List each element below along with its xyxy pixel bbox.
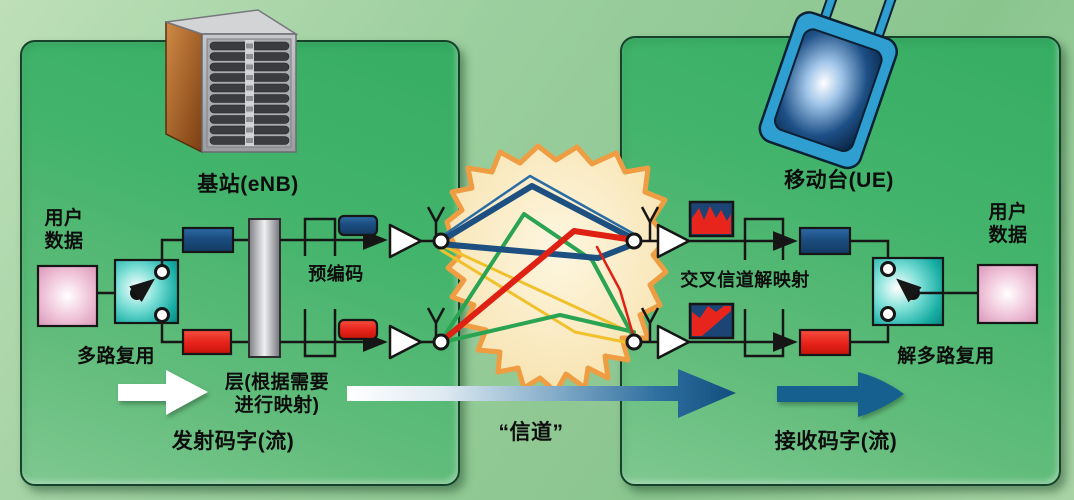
- antenna-icon-rx-bottom: [640, 307, 660, 344]
- channel-path-blue-peak: [438, 183, 637, 244]
- precoded-box-blue: [337, 214, 379, 237]
- antenna-icon-tx-top: [421, 206, 446, 243]
- transmit-chain: [36, 206, 446, 360]
- server-tower-icon: [165, 9, 299, 154]
- codeword-box-red-rx: [798, 328, 852, 357]
- spectrum-curve-top: [692, 206, 731, 234]
- mobile-station-label: 移动台(UE): [784, 169, 894, 192]
- demapper-bracket-bottom: [743, 309, 785, 358]
- amplifier-triangle-rx-bottom: [656, 324, 691, 360]
- channel-path-red-main: [438, 228, 637, 345]
- channel-path-blue-thin: [439, 174, 636, 239]
- channel-path-green-2: [441, 313, 636, 344]
- switch-contact-bottom: [154, 307, 170, 323]
- layer-mapping-label: 层(根据需要 进行映射): [224, 372, 330, 416]
- spectrum-curve-bottom: [692, 306, 731, 336]
- amplifier-triangle-rx-top: [656, 223, 691, 259]
- channel-path-yellow-2: [439, 248, 636, 346]
- precoder-bracket-bottom: [303, 309, 337, 358]
- demux-arm: [896, 278, 922, 303]
- codeword-box-blue-tx: [181, 226, 235, 254]
- layer-mapper-bar: [248, 218, 281, 358]
- phone-screen: [773, 28, 883, 152]
- antenna-port-tx-bottom: [432, 333, 450, 351]
- channel-multipath-lines: [438, 174, 637, 346]
- antenna-port-tx-top: [432, 232, 450, 250]
- precoder-bracket-top: [303, 217, 337, 256]
- multiplex-label: 多路复用: [76, 346, 156, 367]
- multiplex-flow-arrow: [118, 370, 208, 415]
- precoded-box-red: [337, 318, 379, 341]
- antenna-icon-tx-bottom: [421, 307, 446, 344]
- channel-flow-arrow: [347, 369, 736, 418]
- demux-contact-bottom: [880, 306, 896, 322]
- user-data-box-left: [36, 264, 99, 328]
- antenna-icon-rx-top: [640, 206, 660, 243]
- amplifier-triangle-tx-top: [388, 223, 423, 259]
- user-data-box-right: [976, 263, 1039, 325]
- channel-label: “信道”: [498, 421, 564, 444]
- demultiplex-label: 解多路复用: [897, 346, 995, 367]
- receive-chain: [640, 200, 1039, 360]
- mobile-phone-icon: [758, 0, 900, 170]
- demux-contact-top: [880, 261, 896, 277]
- server-drive-slots: [209, 41, 290, 145]
- codeword-box-red-tx: [181, 328, 233, 356]
- amplifier-triangle-tx-bottom: [388, 324, 423, 360]
- channel-path-green-1: [439, 212, 636, 343]
- user-data-label-right: 用户 数据: [988, 202, 1028, 246]
- server-side-face: [165, 20, 203, 154]
- antenna-port-rx-bottom: [625, 333, 643, 351]
- channel-path-blue-low: [438, 241, 637, 261]
- antenna-port-rx-top: [625, 232, 643, 250]
- tx-codeword-label: 发射码字(流): [171, 430, 295, 453]
- cross-channel-demap-label: 交叉信道解映射: [680, 270, 810, 290]
- precoding-label: 预编码: [308, 264, 364, 284]
- switch-arm: [129, 278, 155, 303]
- receive-flow-arrow: [777, 372, 904, 417]
- codeword-box-blue-rx: [798, 226, 852, 256]
- channel-cloud: [444, 143, 671, 395]
- channel-path-yellow-1: [439, 243, 636, 336]
- switch-contact-top: [154, 264, 170, 280]
- base-station-label: 基站(eNB): [197, 173, 299, 196]
- demapper-bracket-top: [743, 217, 785, 260]
- channel-path-red-thin: [595, 245, 636, 340]
- user-data-label-left: 用户 数据: [44, 208, 84, 252]
- rx-codeword-label: 接收码字(流): [774, 430, 898, 453]
